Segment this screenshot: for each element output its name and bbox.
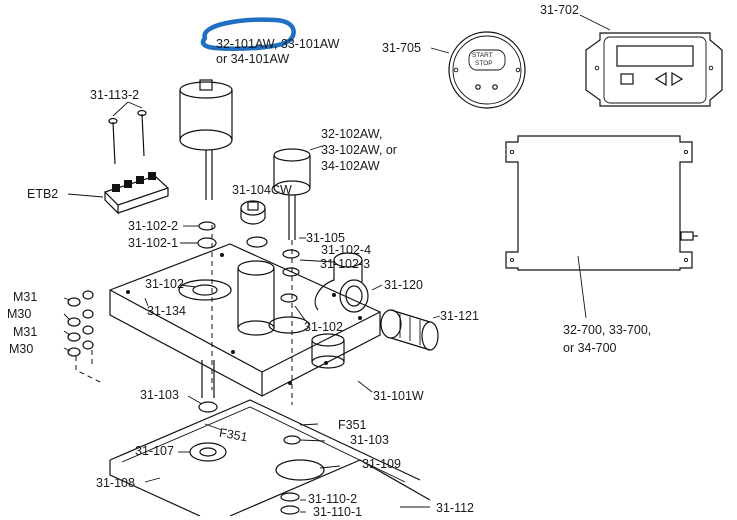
elbow-fitting — [314, 252, 383, 313]
label-33-102aw: 33-102AW, or — [321, 143, 397, 157]
label-m31-a: M31 — [13, 290, 38, 304]
leader-lines — [63, 259, 430, 513]
label-start: START — [472, 52, 493, 59]
housing-plate — [109, 225, 381, 405]
label-32-101aw: 32-101AW, 33-101AW — [216, 37, 340, 51]
cap-fitting — [240, 200, 266, 225]
controller-display — [579, 14, 723, 107]
label-31-102-b: 31-102 — [304, 320, 343, 334]
label-etb2: ETB2 — [27, 187, 59, 201]
label-31-110-1: 31-110-1 — [313, 505, 363, 519]
o-rings — [180, 221, 306, 303]
cup — [311, 333, 345, 369]
start-stop-switch — [430, 31, 526, 109]
label-m30-b: M30 — [9, 342, 34, 356]
label-31-107: 31-107 — [135, 444, 174, 458]
label-31-102-3: 31-102-3 — [320, 257, 371, 271]
label-m31-b: M31 — [13, 325, 38, 339]
label-32-700: 32-700, 33-700, — [563, 323, 652, 337]
annotation-circle — [200, 17, 296, 51]
label-31-103-b: 31-103 — [350, 433, 389, 447]
label-34-700: or 34-700 — [563, 341, 617, 355]
filter-cylinder — [237, 260, 275, 336]
label-31-102-2: 31-102-2 — [128, 219, 179, 233]
hose-barb — [380, 309, 441, 351]
label-31-120: 31-120 — [384, 278, 423, 292]
enclosure-box — [505, 135, 698, 319]
label-f351-a: F351 — [338, 418, 367, 432]
label-34-101aw: or 34-101AW — [216, 52, 290, 66]
label-31-134: 31-134 — [147, 304, 186, 318]
label-31-112: 31-112 — [436, 501, 474, 515]
label-31-705: 31-705 — [382, 41, 421, 55]
screws — [108, 101, 147, 165]
terminal-block — [67, 172, 170, 215]
label-31-102-4: 31-102-4 — [321, 243, 372, 257]
label-m30-a: M30 — [7, 307, 32, 321]
label-31-110-2: 31-110-2 — [308, 492, 358, 506]
label-31-102-a: 31-102 — [145, 277, 184, 291]
washers — [67, 290, 101, 383]
label-31-702: 31-702 — [540, 3, 579, 17]
label-34-102aw: 34-102AW — [321, 159, 380, 173]
label-31-108: 31-108 — [96, 476, 135, 490]
label-stop: STOP — [475, 60, 493, 67]
label-31-113-2: 31-113-2 — [90, 88, 140, 102]
label-31-102-1: 31-102-1 — [128, 236, 179, 250]
label-32-102aw: 32-102AW, — [321, 127, 383, 141]
label-31-103-a: 31-103 — [140, 388, 179, 402]
label-31-104cw: 31-104CW — [232, 183, 292, 197]
label-31-109: 31-109 — [362, 457, 401, 471]
label-31-121: 31-121 — [440, 309, 479, 323]
label-31-105: 31-105 — [306, 231, 345, 245]
pump-motor-small — [273, 145, 323, 240]
pump-motor-large — [179, 79, 233, 200]
label-31-101w: 31-101W — [373, 389, 424, 403]
